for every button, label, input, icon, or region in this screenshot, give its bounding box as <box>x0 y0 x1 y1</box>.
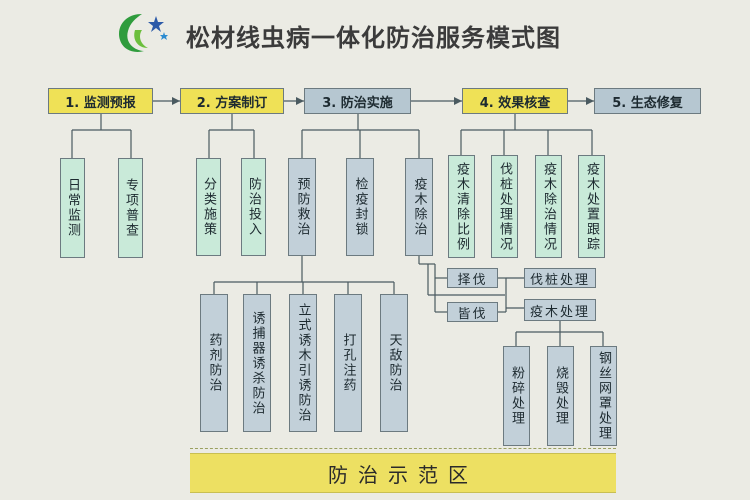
stage-restoration: 5. 生态修复 <box>594 88 701 114</box>
cutting-clear: 皆伐 <box>447 302 498 322</box>
cutting-selective: 择伐 <box>447 268 498 288</box>
plan-item: 防治投入 <box>241 158 266 256</box>
page-title: 松材线虫病一体化防治服务模式图 <box>186 24 561 52</box>
logo-icon <box>118 14 168 52</box>
disposal-item: 粉碎处理 <box>503 346 530 446</box>
prevent-item: 天敌防治 <box>380 294 408 432</box>
stage-verification: 4. 效果核查 <box>462 88 568 114</box>
implement-item: 检疫封锁 <box>346 158 374 256</box>
check-item: 疫木清除比例 <box>448 155 475 258</box>
implement-item: 疫木除治 <box>405 158 433 256</box>
disposal-item: 烧毁处理 <box>547 346 574 446</box>
check-item: 疫木处置跟踪 <box>578 155 605 258</box>
monitor-item: 日常监测 <box>60 158 85 258</box>
stage-implementation: 3. 防治实施 <box>304 88 411 114</box>
stage-planning: 2. 方案制订 <box>180 88 284 114</box>
stage-monitoring: 1. 监测预报 <box>48 88 153 114</box>
check-item: 伐桩处理情况 <box>491 155 518 258</box>
disposal-item: 钢丝网罩处理 <box>590 346 617 446</box>
monitor-item: 专项普查 <box>118 158 143 258</box>
plan-item: 分类施策 <box>196 158 221 256</box>
banner-divider <box>190 448 616 449</box>
implement-item: 预防救治 <box>288 158 316 256</box>
check-item: 疫木除治情况 <box>535 155 562 258</box>
handling-wood: 疫木处理 <box>524 299 596 321</box>
demo-zone-banner: 防治示范区 <box>190 453 616 493</box>
prevent-item: 药剂防治 <box>200 294 228 432</box>
prevent-item: 立式诱木引诱防治 <box>289 294 317 432</box>
prevent-item: 诱捕器诱杀防治 <box>243 294 271 432</box>
prevent-item: 打孔注药 <box>334 294 362 432</box>
handling-stump: 伐桩处理 <box>524 268 596 288</box>
